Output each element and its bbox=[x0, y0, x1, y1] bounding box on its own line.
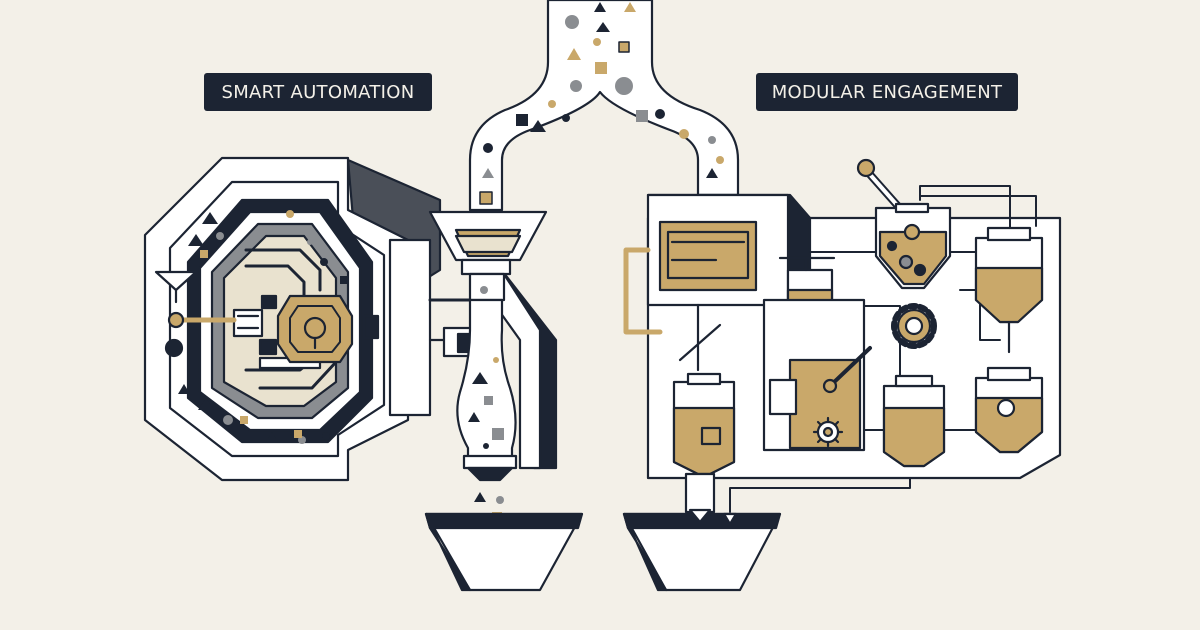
input-chute bbox=[468, 0, 740, 212]
modular-engagement-label: MODULAR ENGAGEMENT bbox=[756, 73, 1018, 111]
funnel-icon bbox=[428, 210, 548, 302]
tank-icon-left bbox=[672, 372, 736, 476]
tank-icon-right-bottom bbox=[974, 366, 1044, 454]
tank-icon-right-middle bbox=[882, 374, 946, 468]
monitor-panel bbox=[658, 220, 758, 292]
hopper-icon-left bbox=[424, 512, 584, 592]
core-chip bbox=[276, 294, 354, 364]
gear-icon-small bbox=[812, 416, 844, 448]
gear-icon bbox=[891, 303, 937, 349]
smart-automation-machine bbox=[143, 156, 442, 482]
tank-icon-right-top bbox=[974, 226, 1044, 354]
modular-engagement-machine bbox=[623, 158, 1062, 526]
smart-automation-label: SMART AUTOMATION bbox=[204, 73, 432, 111]
central-conveyor bbox=[428, 210, 558, 522]
mixer-hopper bbox=[856, 158, 952, 290]
hopper-icon-right bbox=[622, 512, 782, 592]
